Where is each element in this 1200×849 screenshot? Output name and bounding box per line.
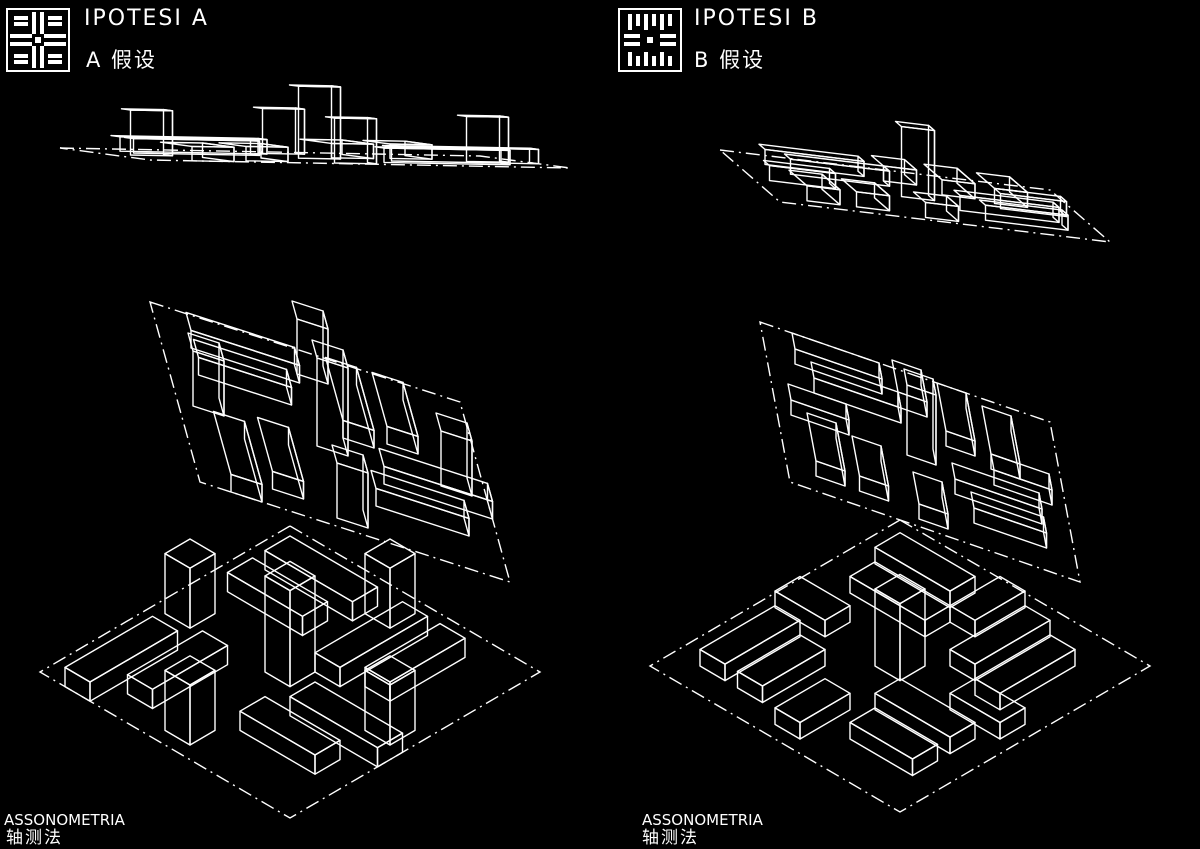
b-middle-block-8 <box>851 435 890 502</box>
a-middle-block-6 <box>311 339 349 457</box>
a-bottom-block-10 <box>364 655 416 746</box>
a-bottom-block-8 <box>126 630 229 710</box>
ground-a-middle <box>148 300 512 584</box>
a-middle-block-8 <box>256 416 305 500</box>
b-bottom-block-12 <box>849 707 939 777</box>
b-middle-block-0 <box>791 332 883 395</box>
a-top-block-7 <box>159 141 235 163</box>
ground-b-bottom <box>648 519 1152 813</box>
b-middle-block-6 <box>903 368 937 466</box>
b-top-block-2 <box>870 154 918 186</box>
a-bottom-block-9 <box>164 655 216 746</box>
b-middle-block-5 <box>981 405 1021 480</box>
a-bottom-block-11 <box>289 681 404 768</box>
a-bottom-block-1 <box>226 557 329 637</box>
b-bottom-block-11 <box>874 678 976 755</box>
panel-b-subtitle: B 假设 <box>694 48 766 72</box>
b-middle-block-2 <box>810 361 902 424</box>
b-bottom-block-10 <box>774 678 851 740</box>
b-bottom-block-3 <box>949 575 1026 638</box>
b-middle-block-3 <box>787 383 850 436</box>
a-middle-block-4 <box>324 356 375 449</box>
a-middle-block-2 <box>192 338 293 406</box>
a-bottom-block-6 <box>264 560 316 688</box>
a-middle-block-11 <box>370 469 470 537</box>
b-bottom-block-4 <box>949 605 1051 682</box>
panel-b-title: IPOTESI B <box>694 6 819 31</box>
a-top-block-11 <box>324 116 378 165</box>
a-top-block-1 <box>252 106 306 155</box>
a-middle-block-10 <box>378 447 494 520</box>
a-bottom-block-5 <box>64 615 179 702</box>
b-bottom-block-0 <box>874 532 976 609</box>
b-top-block-6 <box>894 120 936 202</box>
building-volumes <box>64 84 1076 777</box>
a-middle-block-9 <box>435 412 473 497</box>
a-middle-block-5 <box>371 371 419 455</box>
ground-b-middle <box>759 320 1081 584</box>
b-bottom-block-9 <box>949 678 1026 740</box>
hypothesis-b-logo-icon <box>618 8 682 72</box>
panel-a-caption: ASSONOMETRIA <box>4 811 125 829</box>
b-middle-block-9 <box>990 453 1053 506</box>
a-bottom-block-3 <box>164 538 216 629</box>
b-middle-block-7 <box>806 412 846 487</box>
b-middle-block-10 <box>951 462 1043 525</box>
b-middle-block-12 <box>970 491 1048 549</box>
panel-b-caption: ASSONOMETRIA <box>642 811 763 829</box>
a-top-block-8 <box>218 142 289 163</box>
b-bottom-block-5 <box>699 605 801 682</box>
a-top-block-6 <box>288 84 342 160</box>
a-middle-block-0 <box>185 311 301 384</box>
ground-b-top <box>717 149 1113 243</box>
panel-a-title: IPOTESI A <box>84 6 209 31</box>
b-bottom-block-7 <box>736 634 826 704</box>
a-middle-block-1 <box>291 300 329 385</box>
b-top-block-5 <box>788 169 841 206</box>
panel-a-caption-cn: 轴测法 <box>6 828 63 848</box>
a-bottom-block-0 <box>264 535 379 622</box>
b-bottom-block-2 <box>774 575 851 638</box>
b-top-block-8 <box>840 178 891 212</box>
b-top-block-10 <box>953 189 1060 224</box>
panel-b-caption-cn: 轴测法 <box>642 828 699 848</box>
a-top-block-9 <box>456 114 510 163</box>
a-top-block-12 <box>374 146 511 166</box>
b-top-block-3 <box>762 159 837 190</box>
a-middle-block-3 <box>187 332 225 417</box>
a-top-block-3 <box>120 108 174 157</box>
b-middle-block-1 <box>891 359 928 418</box>
ground-a-bottom <box>38 525 542 819</box>
b-top-block-12 <box>978 199 1069 231</box>
b-bottom-block-6 <box>874 573 926 682</box>
b-top-block-0 <box>758 143 865 178</box>
panel-a-subtitle: A 假设 <box>86 48 158 72</box>
a-bottom-block-12 <box>239 695 341 775</box>
a-top-block-4 <box>299 138 375 160</box>
hypothesis-a-logo-icon <box>6 8 70 72</box>
a-middle-block-7 <box>212 410 263 503</box>
b-top-block-11 <box>912 191 960 223</box>
b-middle-block-4 <box>936 382 976 457</box>
ground-planes <box>38 147 1152 819</box>
b-top-block-4 <box>923 163 976 200</box>
b-middle-block-11 <box>912 471 949 530</box>
a-middle-block-12 <box>331 444 369 529</box>
